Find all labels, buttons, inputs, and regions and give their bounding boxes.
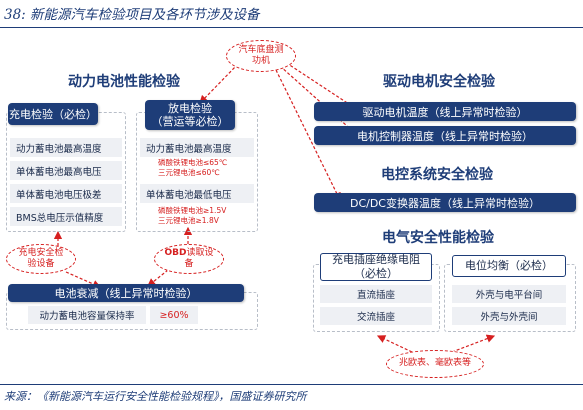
caption-divider: [0, 27, 583, 28]
insulation-dc-socket: 直流插座: [320, 285, 432, 303]
motor-section-title: 驱动电机安全检验: [383, 74, 495, 90]
arrow-leakage-to-insulation: [376, 335, 413, 353]
degradation-value: ≥60%: [150, 306, 198, 324]
discharge-item-min-voltage: 单体蓄电池最低电压: [140, 184, 254, 203]
note-lfp-temp: 磷酸铁锂电池≤65℃: [158, 158, 228, 167]
electrical-section-title: 电气安全性能检验: [382, 230, 494, 246]
charge-item-bms-accuracy: BMS总电压示值精度: [10, 207, 122, 226]
discharge-temp-notes: 磷酸铁锂电池≤65℃ 三元锂电池≤60℃: [158, 158, 227, 178]
discharge-item-max-temp: 动力蓄电池最高温度: [140, 138, 254, 157]
degradation-header: 电池衰减（线上异常时检验）: [8, 284, 244, 302]
charge-test-header: 充电检验（必检）: [8, 103, 98, 125]
obd-bubble-prefix: OBD: [164, 247, 187, 258]
motor-temp-item: 驱动电机温度（线上异常时检验）: [314, 102, 576, 121]
controller-temp-item: 电机控制器温度（线上异常时检验）: [314, 126, 576, 145]
charge-item-max-voltage: 单体蓄电池最高电压: [10, 161, 122, 180]
charge-item-voltage-range: 单体蓄电池电压极差: [10, 184, 122, 203]
insulation-header: 充电插座绝缘电阻 （必检）: [320, 253, 432, 281]
dcdc-temp-item: DC/DC变换器温度（线上异常时检验）: [314, 193, 576, 212]
insulation-header-line1: 充电插座绝缘电阻: [332, 253, 420, 267]
ohmmeter-bubble: 兆欧表、毫欧表等: [386, 350, 484, 378]
obd-reader-bubble: OBD读取设备: [154, 244, 224, 274]
insulation-header-line2: （必检）: [354, 267, 398, 280]
note-ncm-volt: 三元锂电池≥1.8V: [158, 216, 219, 226]
arrow-leakage-to-equipotential: [451, 334, 496, 353]
charging-bubble-text: 充电安全检验设备: [18, 247, 64, 269]
discharge-test-header: 放电检验 （营运等必检）: [145, 100, 235, 130]
discharge-header-line2: （营运等必检）: [151, 115, 229, 128]
figure-source: 来源：《新能源汽车运行安全性能检验规程》，国盛证券研究所: [4, 390, 307, 403]
arrow-chassis-to-controller: [279, 65, 357, 135]
equipotential-header: 电位均衡（必检）: [452, 255, 566, 277]
insulation-ac-socket: 交流插座: [320, 307, 432, 325]
source-divider: [0, 384, 583, 385]
note-lfp-volt: 磷酸铁锂电池≥1.5V: [158, 206, 227, 215]
degradation-label: 动力蓄电池容量保持率: [28, 306, 146, 324]
ecu-section-title: 电控系统安全检验: [381, 167, 493, 183]
discharge-volt-notes: 磷酸铁锂电池≥1.5V 三元锂电池≥1.8V: [158, 206, 226, 226]
chassis-dynamometer-bubble: 汽车底盘测功机: [226, 40, 296, 72]
obd-bubble-rest: 读取设备: [184, 247, 214, 269]
note-ncm-temp: 三元锂电池≤60℃: [158, 168, 220, 178]
discharge-header-line1: 放电检验: [168, 101, 212, 115]
figure-caption: 38: 新能源汽车检验项目及各环节涉及设备: [4, 7, 260, 23]
chassis-bubble-text: 汽车底盘测功机: [238, 44, 284, 66]
equipotential-shell-platform: 外壳与电平台间: [452, 285, 566, 303]
charging-equipment-bubble: 充电安全检验设备: [6, 244, 76, 274]
leakage-bubble-text: 兆欧表、毫欧表等: [398, 358, 471, 369]
arrow-chassis-to-discharge: [199, 63, 239, 104]
battery-section-title: 动力电池性能检验: [68, 74, 180, 90]
obd-bubble-text: OBD读取设备: [163, 248, 215, 271]
equipotential-shell-shell: 外壳与外壳间: [452, 307, 566, 325]
charge-item-max-temp: 动力蓄电池最高温度: [10, 138, 122, 157]
